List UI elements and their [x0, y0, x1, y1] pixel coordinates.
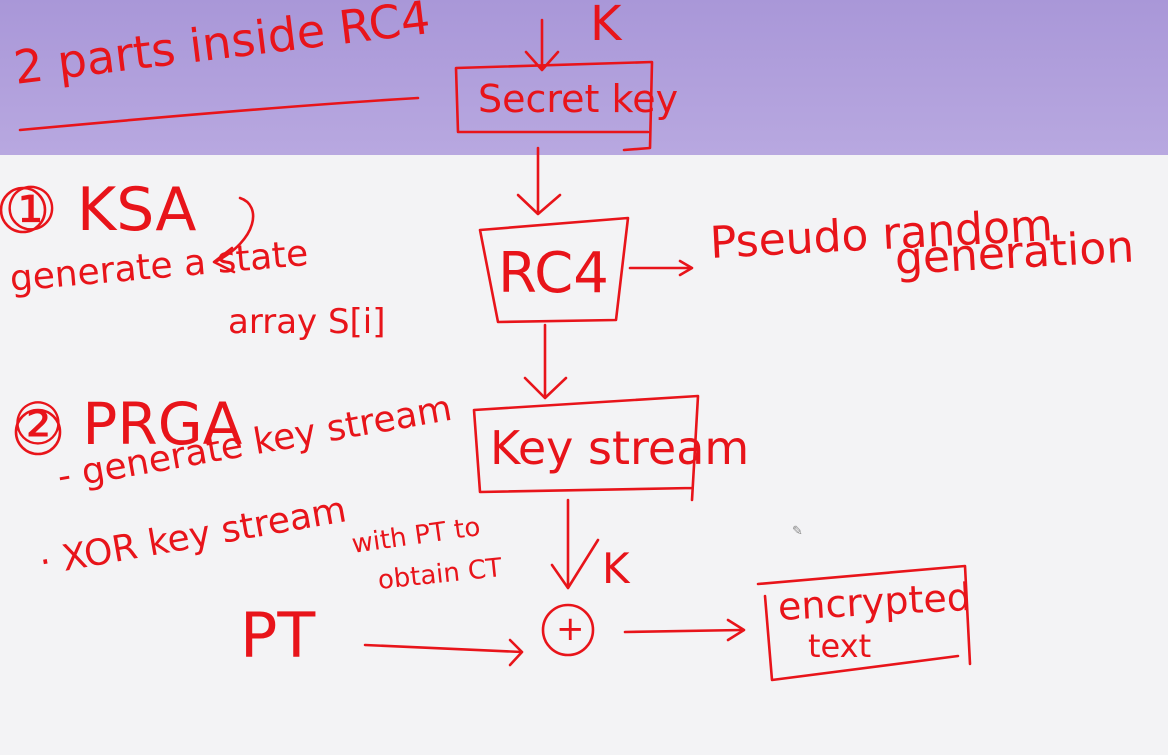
pencil-icon: ✎	[792, 524, 803, 539]
heading-underline	[18, 96, 420, 132]
arrow-k-head	[524, 50, 560, 72]
rc4-box	[478, 216, 630, 324]
arrow-rc4-head	[516, 193, 562, 216]
ksa-label: ① KSA	[4, 175, 197, 245]
prng-line2: generation	[893, 221, 1136, 285]
arrow-pt-to-xor	[363, 643, 524, 654]
arrow-encrypted-head	[726, 618, 746, 642]
header-band	[0, 0, 1168, 155]
encrypted-line1: encrypted	[776, 574, 972, 629]
xor-symbol: +	[556, 609, 585, 649]
secret-key-label: Secret key	[478, 77, 679, 121]
arrow-xor-to-encrypted	[623, 628, 744, 634]
whiteboard-canvas	[0, 155, 1168, 755]
encrypted-line2: text	[808, 627, 872, 665]
k-top-label: K	[590, 0, 622, 52]
arrow-xor-head	[550, 538, 600, 590]
rc4-label: RC4	[498, 241, 609, 306]
ksa-desc-line2: array S[i]	[228, 302, 386, 342]
k-xor-label: K	[602, 544, 630, 593]
prga-label: ② PRGA	[12, 390, 243, 458]
ksa-number-circle	[0, 186, 47, 234]
arrow-pt-head	[508, 638, 524, 667]
secret-key-box	[454, 60, 654, 152]
encrypted-box	[756, 564, 972, 682]
key-stream-box	[472, 394, 700, 502]
pt-label: PT	[240, 599, 316, 672]
key-stream-label: Key stream	[490, 421, 750, 475]
prga-number-circle	[14, 408, 62, 456]
arrow-keystream-head	[523, 376, 568, 400]
xor-circle	[541, 603, 595, 657]
ksa-curly-arrow-head	[212, 246, 236, 274]
arrow-prng-head	[678, 259, 694, 277]
ksa-curly-arrow	[213, 196, 255, 264]
